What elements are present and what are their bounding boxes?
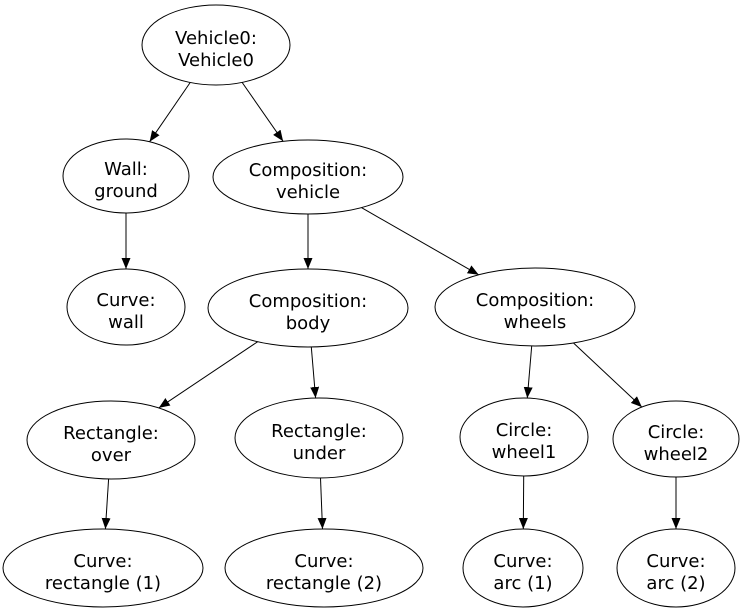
node-label: Rectangle:under [271, 421, 367, 464]
node-ellipse [612, 400, 740, 478]
node-ellipse [141, 4, 291, 86]
node-ellipse [62, 138, 190, 214]
node-ellipse [459, 397, 589, 477]
node-label: Vehicle0:Vehicle0 [175, 28, 257, 71]
node-label: Curve:rectangle (2) [266, 551, 382, 594]
node-ellipse [2, 528, 204, 608]
node-label: Curve:rectangle (1) [45, 551, 161, 594]
node-composition_body: Composition:body [207, 268, 409, 348]
node-ellipse [434, 267, 636, 347]
edge-rectangle_over-to-curve_rectangle_1 [101, 478, 111, 530]
edge-vehicle0-to-composition_vehicle [241, 82, 284, 142]
edges-layer [101, 82, 681, 530]
edge-composition_body-to-rectangle_over [158, 341, 258, 409]
node-ellipse [207, 268, 409, 348]
node-wall_ground: Wall:ground [62, 138, 190, 214]
node-curve_arc_1: Curve:arc (1) [462, 528, 584, 608]
node-ellipse [224, 528, 424, 608]
node-label: Circle:wheel1 [492, 420, 557, 463]
node-label: Rectangle:over [63, 423, 159, 466]
node-label: Wall:ground [94, 159, 158, 202]
node-curve_arc_2: Curve:arc (2) [616, 528, 736, 608]
node-label: Curve:wall [96, 290, 155, 333]
node-curve_rectangle_2: Curve:rectangle (2) [224, 528, 424, 608]
node-circle_wheel2: Circle:wheel2 [612, 400, 740, 478]
edge-vehicle0-to-wall_ground [149, 82, 191, 142]
node-rectangle_over: Rectangle:over [26, 400, 196, 480]
node-label: Curve:arc (2) [646, 551, 705, 594]
node-ellipse [616, 528, 736, 608]
node-curve_wall: Curve:wall [66, 268, 186, 346]
edge-composition_vehicle-to-composition_wheels [361, 207, 479, 276]
node-ellipse [26, 400, 196, 480]
node-label: Composition:body [249, 291, 367, 334]
node-circle_wheel1: Circle:wheel1 [459, 397, 589, 477]
edge-rectangle_under-to-curve_rectangle_2 [317, 477, 327, 530]
edge-composition_wheels-to-circle_wheel1 [523, 345, 533, 399]
node-ellipse [234, 397, 404, 479]
node-label: Composition:wheels [476, 290, 594, 333]
node-composition_wheels: Composition:wheels [434, 267, 636, 347]
node-vehicle0: Vehicle0:Vehicle0 [141, 4, 291, 86]
node-rectangle_under: Rectangle:under [234, 397, 404, 479]
node-label: Curve:arc (1) [493, 551, 552, 594]
node-ellipse [66, 268, 186, 346]
edge-composition_wheels-to-circle_wheel2 [573, 342, 643, 408]
node-curve_rectangle_1: Curve:rectangle (1) [2, 528, 204, 608]
node-ellipse [462, 528, 584, 608]
edge-composition_body-to-rectangle_under [310, 346, 320, 399]
node-label: Circle:wheel2 [644, 422, 709, 465]
node-label: Composition:vehicle [249, 160, 367, 203]
node-ellipse [212, 139, 404, 215]
nodes-layer: Vehicle0:Vehicle0Wall:groundComposition:… [2, 4, 740, 608]
node-composition_vehicle: Composition:vehicle [212, 139, 404, 215]
